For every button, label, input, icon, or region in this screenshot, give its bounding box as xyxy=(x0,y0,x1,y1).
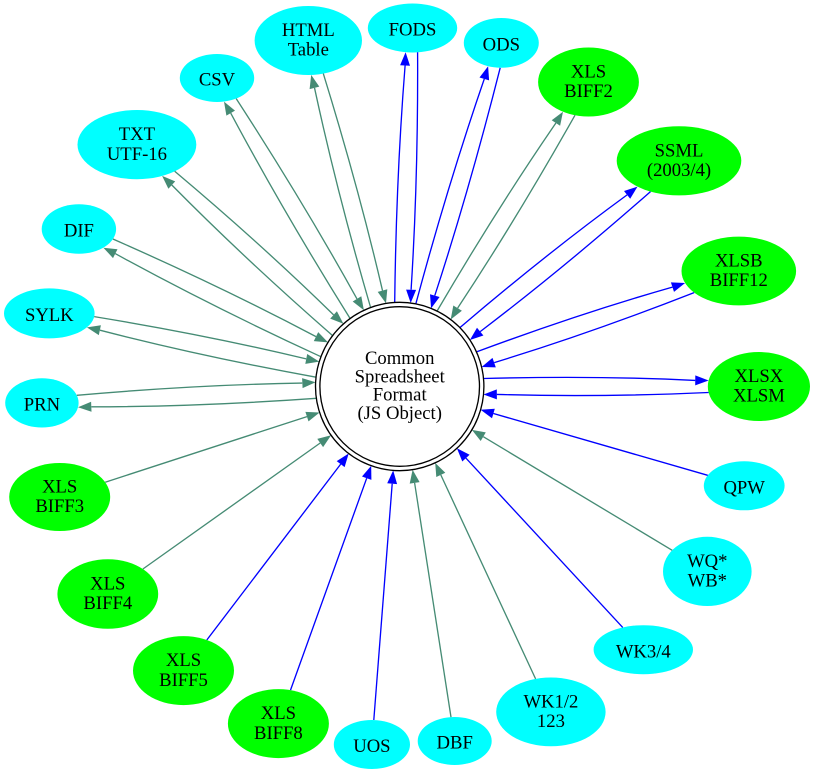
svg-text:Common: Common xyxy=(365,348,435,369)
svg-text:FODS: FODS xyxy=(389,20,437,41)
svg-text:DBF: DBF xyxy=(437,733,473,754)
svg-text:SYLK: SYLK xyxy=(25,305,74,326)
svg-text:PRN: PRN xyxy=(24,395,61,416)
svg-text:XLS: XLS xyxy=(571,62,606,83)
svg-text:HTML: HTML xyxy=(282,20,335,41)
svg-text:XLSB: XLSB xyxy=(715,251,763,272)
svg-text:WQ*: WQ* xyxy=(687,551,727,572)
svg-text:Format: Format xyxy=(373,385,428,406)
svg-text:BIFF8: BIFF8 xyxy=(254,723,303,744)
svg-text:SSML: SSML xyxy=(655,140,704,161)
svg-text:(JS Object): (JS Object) xyxy=(357,403,441,424)
svg-text:BIFF5: BIFF5 xyxy=(159,670,208,691)
svg-text:123: 123 xyxy=(537,711,565,732)
svg-text:DIF: DIF xyxy=(64,221,94,242)
svg-text:CSV: CSV xyxy=(199,70,236,91)
svg-text:WK1/2: WK1/2 xyxy=(523,691,578,712)
svg-text:UOS: UOS xyxy=(353,736,390,757)
svg-text:BIFF12: BIFF12 xyxy=(710,270,768,291)
svg-text:(2003/4): (2003/4) xyxy=(647,160,711,181)
svg-text:UTF-16: UTF-16 xyxy=(107,144,167,165)
svg-text:XLSX: XLSX xyxy=(735,366,784,387)
svg-text:QPW: QPW xyxy=(723,478,765,499)
svg-text:TXT: TXT xyxy=(119,124,156,145)
svg-text:BIFF2: BIFF2 xyxy=(564,81,613,102)
svg-text:XLS: XLS xyxy=(42,477,77,498)
svg-text:BIFF3: BIFF3 xyxy=(35,496,84,517)
svg-text:XLS: XLS xyxy=(90,574,125,595)
svg-text:WB*: WB* xyxy=(688,571,727,592)
svg-text:WK3/4: WK3/4 xyxy=(616,641,672,662)
svg-text:Spreadsheet: Spreadsheet xyxy=(355,366,446,387)
svg-text:Table: Table xyxy=(288,40,329,61)
svg-text:ODS: ODS xyxy=(483,35,520,56)
svg-text:XLSM: XLSM xyxy=(733,386,785,407)
svg-text:XLS: XLS xyxy=(261,703,296,724)
svg-text:XLS: XLS xyxy=(166,650,201,671)
svg-text:BIFF4: BIFF4 xyxy=(83,593,132,614)
